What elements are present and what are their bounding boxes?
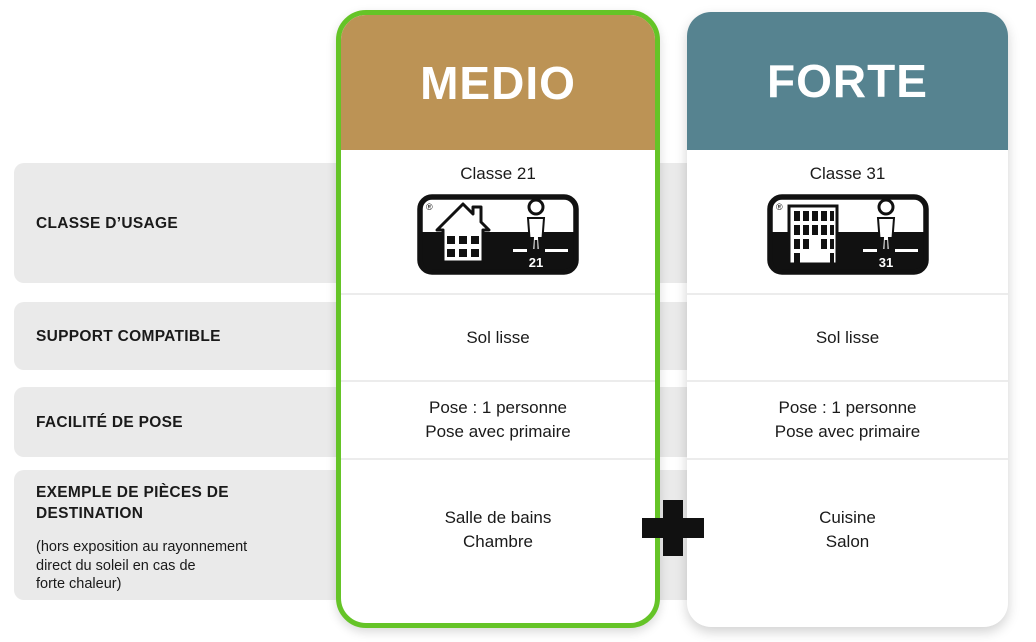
usage-class-number: 21 [529, 255, 543, 270]
house-person-pictogram: 21 ® [417, 194, 579, 275]
registered-icon: ® [426, 202, 433, 212]
cell-forte-rooms: Cuisine Salon [687, 458, 1008, 627]
cell-medio-pose: Pose : 1 personne Pose avec primaire [341, 380, 655, 458]
registered-icon: ® [776, 202, 783, 212]
person-icon [876, 198, 895, 251]
building-person-pictogram: 31 ® [766, 194, 929, 275]
classe-label: Classe 31 [809, 164, 886, 183]
classe-label: Classe 21 [460, 164, 536, 183]
card-title-medio: MEDIO [341, 15, 655, 150]
row-label-classe-usage: CLASSE D’USAGE [36, 215, 178, 232]
card-title-forte: FORTE [687, 12, 1008, 150]
product-card-forte[interactable]: FORTE Classe 31 [687, 12, 1008, 627]
row-label-pieces-destination: EXEMPLE DE PIÈCES DE DESTINATION [36, 484, 229, 522]
cell-medio-support: Sol lisse [341, 293, 655, 380]
cell-forte-pose: Pose : 1 personne Pose avec primaire [687, 380, 1008, 458]
row-label-facilite-pose: FACILITÉ DE POSE [36, 414, 183, 431]
product-card-medio[interactable]: MEDIO Classe 21 [336, 10, 660, 628]
usage-class-number: 31 [878, 255, 892, 270]
building-windows [793, 211, 834, 263]
person-icon [526, 198, 546, 251]
house-windows [447, 236, 479, 257]
cell-forte-classe: Classe 31 [687, 150, 1008, 293]
plus-icon [642, 500, 704, 556]
house-icon [435, 202, 491, 264]
row-label-support-compatible: SUPPORT COMPATIBLE [36, 328, 221, 345]
cell-forte-support: Sol lisse [687, 293, 1008, 380]
cell-medio-classe: Classe 21 [341, 150, 655, 293]
row-note-pieces-destination: (hors exposition au rayonnement direct d… [36, 539, 248, 592]
cell-medio-rooms: Salle de bains Chambre [341, 458, 655, 623]
